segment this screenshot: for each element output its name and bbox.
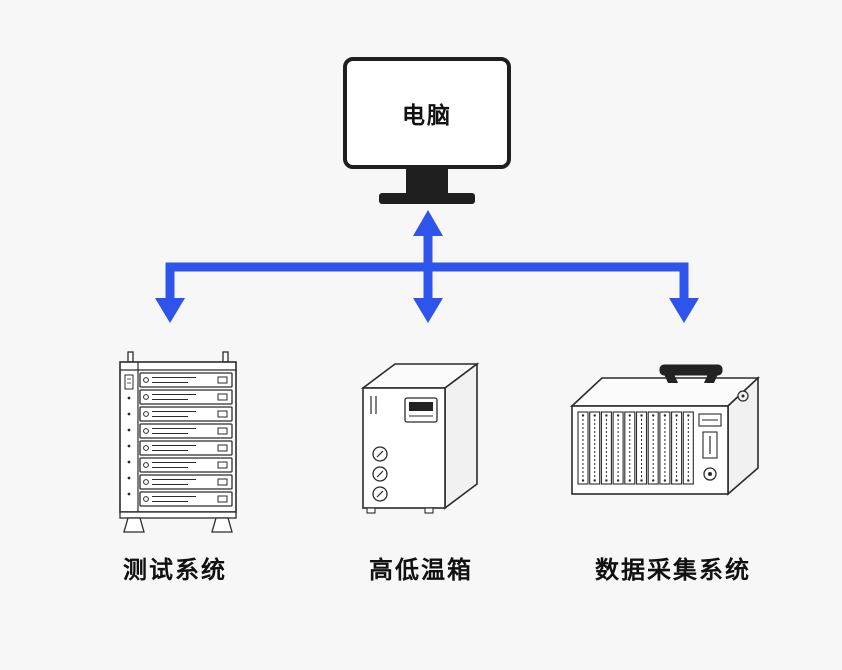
arrow-down-center-head	[413, 298, 443, 323]
arrow-group	[155, 210, 699, 323]
temp-chamber-illustration	[360, 362, 480, 514]
arrow-up-shaft	[423, 234, 433, 271]
arrow-down-center-shaft	[423, 267, 433, 300]
computer-label: 电脑	[402, 102, 452, 128]
handle	[659, 364, 723, 376]
arrow-down-left-head	[155, 298, 185, 323]
monitor-screen: 电脑	[343, 57, 511, 169]
arrow-down-left-shaft	[165, 267, 175, 300]
device-label-test-system: 测试系统	[123, 556, 227, 584]
daq-system-illustration	[569, 364, 761, 496]
device-label-temp-chamber: 高低温箱	[369, 556, 473, 584]
arrow-up-head	[413, 210, 443, 236]
test-system-illustration	[119, 351, 237, 533]
arrow-down-right-shaft	[679, 267, 689, 300]
monitor-stand-base	[379, 193, 475, 204]
monitor-stand-neck	[406, 169, 448, 193]
arrow-down-right-head	[669, 298, 699, 323]
connector-arrows	[155, 210, 699, 323]
rack-cabinet	[119, 351, 237, 533]
chamber-body	[360, 362, 480, 514]
daq-chassis	[569, 364, 761, 496]
device-label-daq-system: 数据采集系统	[595, 556, 751, 584]
